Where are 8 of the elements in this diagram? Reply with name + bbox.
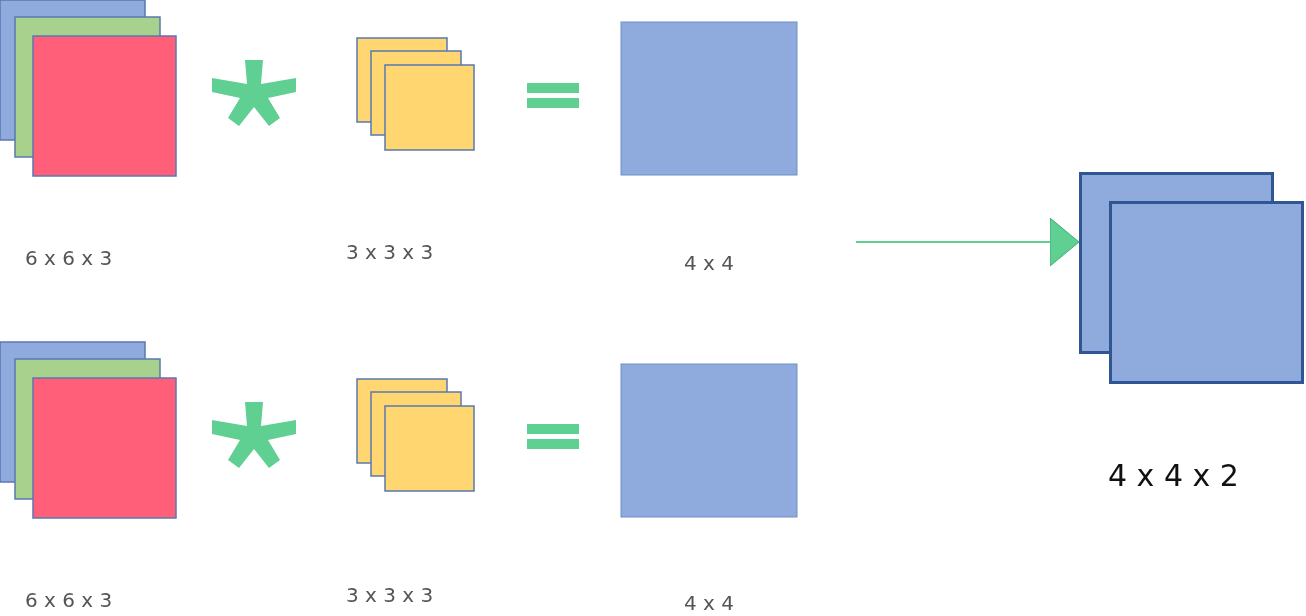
- dimension-label: 4 x 4 x 2: [1108, 458, 1239, 493]
- dimension-label: 3 x 3 x 3: [346, 240, 434, 264]
- dimension-label: 4 x 4: [684, 591, 734, 615]
- dimension-label: 6 x 6 x 3: [25, 246, 113, 270]
- dimension-label: 3 x 3 x 3: [346, 583, 434, 607]
- dimension-label: 4 x 4: [684, 251, 734, 275]
- dimension-label: 6 x 6 x 3: [25, 588, 113, 612]
- block-arrow: [855, 217, 1080, 267]
